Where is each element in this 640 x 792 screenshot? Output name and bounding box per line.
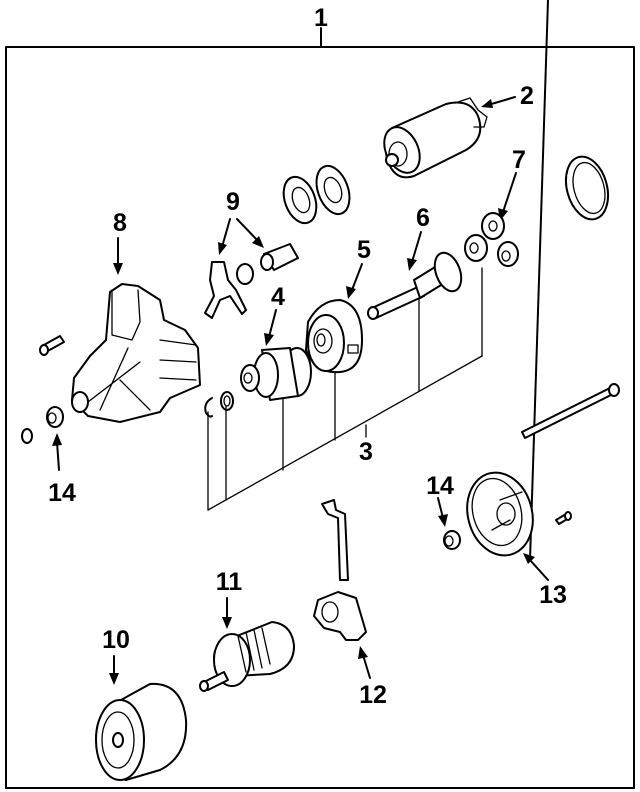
- seal-ring-part[interactable]: [559, 152, 614, 224]
- solenoid-part[interactable]: [377, 97, 488, 179]
- callout-10[interactable]: 10: [102, 626, 130, 654]
- drive-gear-part[interactable]: [240, 347, 312, 401]
- planetary-gears-part[interactable]: [464, 212, 519, 267]
- end-frame-part[interactable]: [458, 465, 542, 563]
- drive-rings[interactable]: [204, 391, 234, 418]
- drive-kit-bracket: [207, 267, 483, 511]
- drive-housing-part[interactable]: [71, 283, 201, 423]
- solenoid-gaskets[interactable]: [278, 161, 356, 227]
- callout-7[interactable]: 7: [512, 146, 526, 174]
- callout-12[interactable]: 12: [359, 681, 387, 709]
- callout-14-front[interactable]: 14: [48, 479, 76, 507]
- callout-4[interactable]: 4: [271, 283, 285, 311]
- callout-13[interactable]: 13: [539, 581, 567, 609]
- callout-1[interactable]: 1: [314, 4, 328, 32]
- front-bushing-part[interactable]: [21, 406, 64, 444]
- field-frame-part[interactable]: [95, 682, 188, 781]
- callout-8[interactable]: 8: [113, 209, 127, 237]
- brush-holder-part[interactable]: [313, 499, 367, 641]
- callout-6[interactable]: 6: [416, 204, 430, 232]
- gear-housing-part[interactable]: [305, 299, 363, 374]
- callout-14-rear[interactable]: 14: [426, 472, 454, 500]
- shift-lever-part[interactable]: [204, 243, 299, 319]
- rear-bushing-part[interactable]: [443, 530, 461, 550]
- callout-11[interactable]: 11: [216, 568, 243, 596]
- shaft-part[interactable]: [367, 249, 466, 320]
- end-frame-screw[interactable]: [555, 511, 572, 525]
- through-bolt-part[interactable]: [521, 383, 620, 439]
- callout-9[interactable]: 9: [226, 188, 240, 216]
- armature-part[interactable]: [199, 621, 295, 692]
- leader-arrows: [52, 0, 549, 685]
- callout-2[interactable]: 2: [520, 82, 534, 110]
- callout-5[interactable]: 5: [357, 236, 371, 264]
- callout-3[interactable]: 3: [359, 438, 373, 466]
- housing-bolt-part[interactable]: [39, 335, 65, 356]
